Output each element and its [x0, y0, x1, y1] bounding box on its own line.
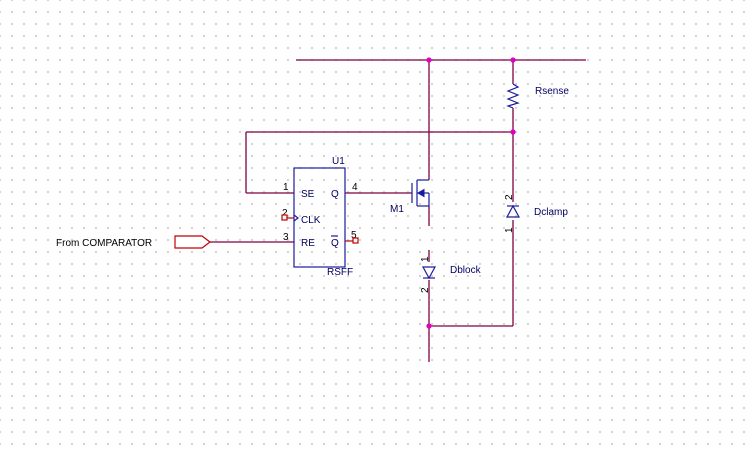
- comparator-port[interactable]: From COMPARATOR: [56, 235, 211, 249]
- pin-label-qbar: Q: [331, 238, 339, 249]
- clk-no-connect-icon[interactable]: [281, 214, 288, 221]
- pin-label-q: Q: [331, 189, 339, 200]
- m1-mosfet[interactable]: M1: [390, 179, 430, 215]
- pin-label-se: SE: [301, 189, 315, 200]
- junction-dot: [510, 129, 516, 135]
- dblock-diode-icon[interactable]: [421, 266, 437, 280]
- dclamp-pin-bottom: 1: [504, 227, 515, 233]
- junctions: [426, 57, 516, 329]
- dblock-diode[interactable]: Dblock 1 2: [420, 256, 482, 293]
- offpage-connector-icon[interactable]: [174, 235, 211, 249]
- u1-part-label: RSFF: [327, 267, 353, 278]
- dclamp-ref-label: Dclamp: [534, 207, 568, 218]
- qbar-no-connect-icon[interactable]: [352, 237, 359, 244]
- junction-dot: [510, 57, 516, 63]
- clock-wedge-icon: [293, 214, 299, 222]
- mosfet-arrow-icon: [417, 188, 425, 198]
- pin-number-q: 4: [352, 182, 358, 193]
- junction-dot: [426, 57, 432, 63]
- dblock-ref-label: Dblock: [450, 265, 482, 276]
- u1-ref-label: U1: [332, 156, 345, 167]
- pin-number-clk: 2: [282, 208, 288, 219]
- pin-number-se: 1: [283, 182, 289, 193]
- dblock-pin-top: 1: [420, 256, 431, 262]
- pin-label-re: RE: [301, 238, 315, 249]
- m1-ref-label: M1: [390, 204, 404, 215]
- dclamp-diode-icon[interactable]: [505, 204, 521, 218]
- pin-label-clk: CLK: [301, 215, 321, 226]
- dblock-pin-bottom: 2: [420, 287, 431, 293]
- rsense-resistor[interactable]: Rsense: [506, 83, 569, 109]
- dclamp-pin-top: 2: [504, 194, 515, 200]
- rsense-ref-label: Rsense: [535, 86, 569, 97]
- dclamp-diode[interactable]: Dclamp 2 1: [504, 194, 568, 233]
- pin-number-qbar: 5: [351, 230, 357, 241]
- comparator-net-label: From COMPARATOR: [56, 238, 152, 249]
- u1-rsff[interactable]: U1 RSFF SE CLK RE Q Q 1 2 3 4 5: [281, 156, 359, 278]
- pin-number-re: 3: [283, 232, 289, 243]
- junction-dot: [426, 323, 432, 329]
- resistor-zigzag-icon[interactable]: [506, 83, 520, 109]
- wires: [210, 59, 586, 362]
